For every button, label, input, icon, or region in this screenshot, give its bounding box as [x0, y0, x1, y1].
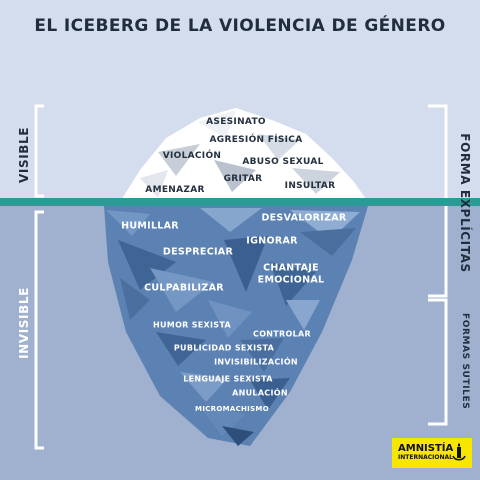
subtle-bracket [428, 298, 448, 426]
item-chantaje: CHANTAJE [263, 262, 319, 274]
invisible-label: INVISIBLE [17, 287, 31, 359]
candle-icon [452, 443, 466, 461]
visible-label: VISIBLE [17, 126, 31, 183]
item-amenazar: AMENAZAR [145, 185, 205, 195]
item-desvalorizar: DESVALORIZAR [261, 212, 347, 224]
explicit-forms-label: FORMA EXPLÍCITAS [458, 133, 472, 273]
item-invisibilizacion: INVISIBILIZACIÓN [214, 357, 298, 367]
logo-line1: AMNISTÍA [398, 443, 454, 454]
invisible-bracket [34, 210, 44, 450]
item-lenguaje-sexista: LENGUAJE SEXISTA [183, 374, 273, 384]
item-insultar: INSULTAR [284, 181, 336, 191]
item-controlar: CONTROLAR [253, 329, 311, 339]
amnesty-logo: AMNISTÍA INTERNACIONAL [392, 438, 472, 468]
item-violacion: VIOLACIÓN [162, 151, 222, 161]
subtle-forms-label: FORMAS SUTILES [460, 313, 470, 410]
visible-bracket [34, 104, 44, 198]
item-ignorar: IGNORAR [246, 235, 298, 247]
item-emocional: EMOCIONAL [257, 274, 325, 286]
item-humillar: HUMILLAR [121, 220, 179, 232]
item-abuso-sexual: ABUSO SEXUAL [242, 157, 324, 167]
item-humor-sexista: HUMOR SEXISTA [153, 320, 231, 330]
water-line [0, 198, 480, 206]
logo-line2: INTERNACIONAL [398, 454, 453, 461]
page-title: EL ICEBERG DE LA VIOLENCIA DE GÉNERO [34, 16, 446, 36]
item-asesinato: ASESINATO [206, 117, 266, 127]
item-culpabilizar: CULPABILIZAR [144, 282, 224, 294]
item-agresion-fisica: AGRESIÓN FÍSICA [209, 135, 303, 145]
item-publicidad-sexista: PUBLICIDAD SEXISTA [173, 343, 275, 353]
item-gritar: GRITAR [223, 174, 263, 184]
item-anulacion: ANULACIÓN [232, 388, 288, 398]
item-despreciar: DESPRECIAR [162, 246, 234, 258]
item-micromachismo: MICROMACHISMO [195, 405, 269, 413]
